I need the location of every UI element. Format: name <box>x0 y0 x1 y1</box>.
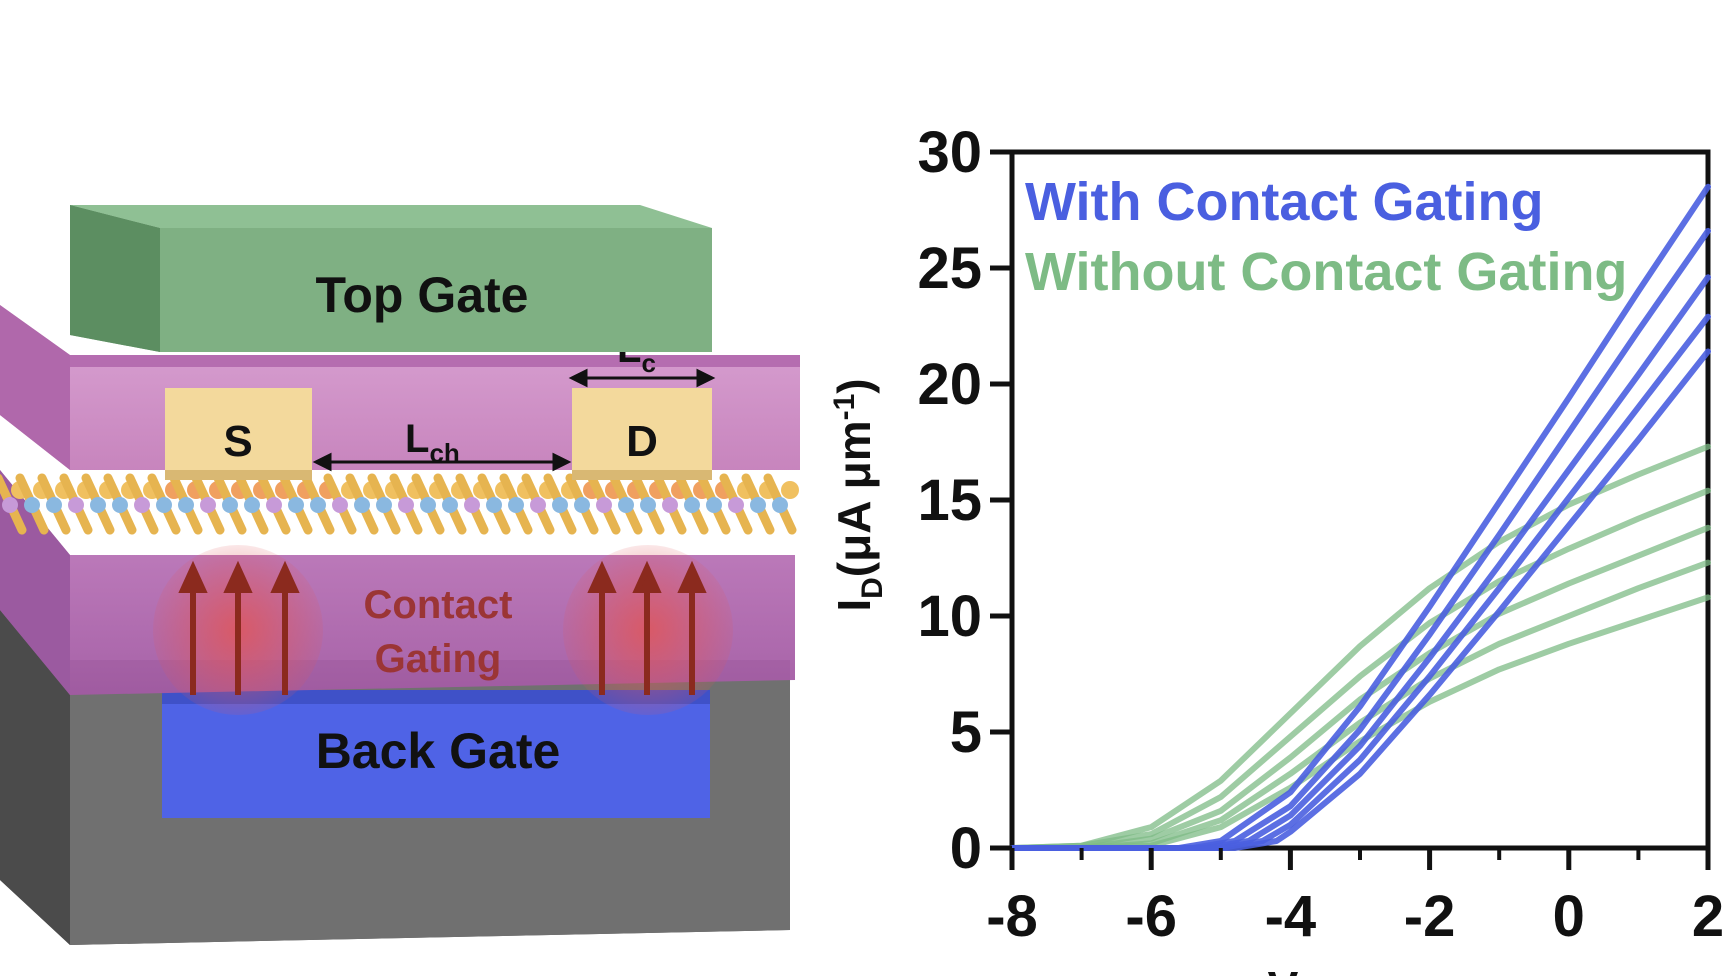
atom <box>222 497 238 513</box>
series-line-with-contact-gating <box>1009 348 1711 851</box>
channel-length-arrow <box>312 452 572 472</box>
drain-contact <box>572 388 712 480</box>
y-tick-label: 10 <box>917 584 982 649</box>
y-axis-label: ID(μA μm-1) <box>828 378 889 611</box>
atom <box>640 497 656 513</box>
atom <box>398 497 414 513</box>
x-tick-label: -6 <box>1125 884 1177 949</box>
y-axis-label-sup: -1 <box>828 394 861 421</box>
atom <box>618 497 634 513</box>
atom <box>552 497 568 513</box>
atom <box>112 497 128 513</box>
atom <box>508 497 524 513</box>
contact-length-sub: c <box>641 348 655 378</box>
atom <box>134 497 150 513</box>
atom <box>178 497 194 513</box>
x-tick-label: 2 <box>1692 884 1724 949</box>
atom <box>750 497 766 513</box>
x-tick-label: -8 <box>986 884 1038 949</box>
channel-length-main: L <box>405 417 429 461</box>
y-axis-label-sub: D <box>856 577 889 599</box>
atom <box>156 497 172 513</box>
contact-length-arrow <box>568 368 716 388</box>
x-tick-label: -2 <box>1404 884 1456 949</box>
ticks-layer: 0 5 10 15 20 25 30 -8 -6 -4 -2 0 2 <box>917 120 1724 949</box>
atom <box>24 497 40 513</box>
atom <box>90 497 106 513</box>
y-axis-label-close: ) <box>828 378 880 393</box>
atom <box>68 497 84 513</box>
contact-gating-label-2: Gating <box>375 637 502 681</box>
channel-length-label: Lch <box>405 417 460 468</box>
source-contact <box>165 388 312 480</box>
atom <box>46 497 62 513</box>
atom <box>200 497 216 513</box>
atom <box>376 497 392 513</box>
y-axis-label-main: I <box>828 599 880 612</box>
atom <box>728 497 744 513</box>
atom <box>486 497 502 513</box>
series-layer <box>1009 183 1711 851</box>
atom <box>310 497 326 513</box>
atom <box>288 497 304 513</box>
top-gate <box>70 205 712 352</box>
atom <box>684 497 700 513</box>
y-tick-label: 0 <box>950 816 982 881</box>
y-tick-label: 5 <box>950 700 982 765</box>
atom <box>244 497 260 513</box>
series-line-without-contact-gating <box>1009 487 1711 851</box>
series-line-with-contact-gating <box>1009 313 1711 851</box>
atom <box>596 497 612 513</box>
contact-gating-label-1: Contact <box>364 583 513 627</box>
atom <box>662 497 678 513</box>
channel-2d-material <box>0 473 799 535</box>
atom <box>442 497 458 513</box>
source-label: S <box>223 417 252 466</box>
y-tick-label: 25 <box>917 236 982 301</box>
top-gate-label: Top Gate <box>316 267 529 323</box>
series-line-without-contact-gating <box>1009 443 1711 851</box>
atom <box>266 497 282 513</box>
legend-with-contact-gating: With Contact Gating <box>1025 172 1543 232</box>
atom <box>781 481 799 499</box>
y-tick-label: 20 <box>917 352 982 417</box>
atom <box>420 497 436 513</box>
atom <box>706 497 722 513</box>
y-axis-label-unit: (μA μm <box>828 420 880 577</box>
atom <box>574 497 590 513</box>
channel-length-sub: ch <box>429 438 459 468</box>
drain-label: D <box>626 417 658 466</box>
atom <box>530 497 546 513</box>
x-tick-label: 0 <box>1553 884 1585 949</box>
series-line-without-contact-gating <box>1009 524 1711 851</box>
atom <box>464 497 480 513</box>
atom <box>2 497 18 513</box>
atom <box>354 497 370 513</box>
device-schematic: Back Gate Contact Gating S D <box>0 205 800 945</box>
y-tick-label: 15 <box>917 468 982 533</box>
y-tick-label: 30 <box>917 120 982 185</box>
x-axis-label: V <box>1268 962 1299 976</box>
contact-gating-arrows <box>153 545 733 715</box>
legend-without-contact-gating: Without Contact Gating <box>1025 242 1627 302</box>
x-tick-label: -4 <box>1265 884 1317 949</box>
atom <box>332 497 348 513</box>
atom <box>772 497 788 513</box>
back-gate-label: Back Gate <box>316 723 561 779</box>
